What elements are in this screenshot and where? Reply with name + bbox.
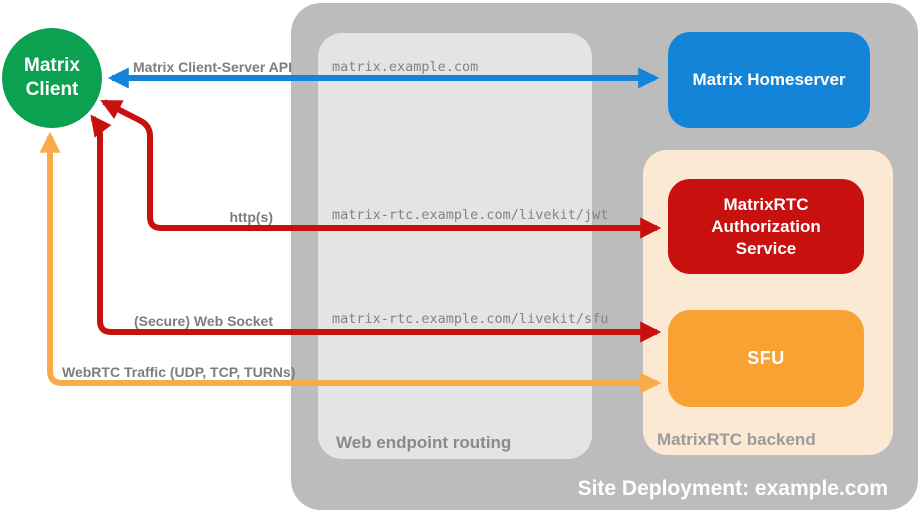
endpoint-homeserver: matrix.example.com bbox=[332, 59, 479, 75]
matrixrtc-backend-caption: MatrixRTC backend bbox=[657, 430, 816, 449]
web-endpoint-routing-caption: Web endpoint routing bbox=[336, 433, 512, 452]
endpoint-livekit-jwt: matrix-rtc.example.com/livekit/jwt bbox=[332, 207, 609, 223]
matrixrtc-auth-service-node: MatrixRTC Authorization Service bbox=[668, 179, 864, 274]
sfu-node: SFU bbox=[668, 310, 864, 407]
matrix-homeserver-node: Matrix Homeserver bbox=[668, 32, 870, 128]
client-server-api-arrow-label: Matrix Client-Server API bbox=[133, 59, 292, 75]
sfu-label: SFU bbox=[747, 348, 785, 368]
https-arrow-label: http(s) bbox=[229, 209, 273, 225]
web-endpoint-routing-panel bbox=[318, 33, 592, 459]
site-deployment-title: Site Deployment: example.com bbox=[577, 477, 888, 500]
websocket-arrow-label: (Secure) Web Socket bbox=[133, 313, 273, 329]
endpoint-livekit-sfu: matrix-rtc.example.com/livekit/sfu bbox=[332, 311, 609, 327]
matrixrtc-auth-service-label: MatrixRTC Authorization Service bbox=[711, 194, 821, 258]
matrix-client-label: Matrix Client bbox=[24, 55, 80, 100]
matrix-client-node: Matrix Client bbox=[2, 28, 102, 128]
webrtc-traffic-arrow-label: WebRTC Traffic (UDP, TCP, TURNs) bbox=[62, 364, 296, 380]
matrix-homeserver-label: Matrix Homeserver bbox=[692, 70, 846, 89]
